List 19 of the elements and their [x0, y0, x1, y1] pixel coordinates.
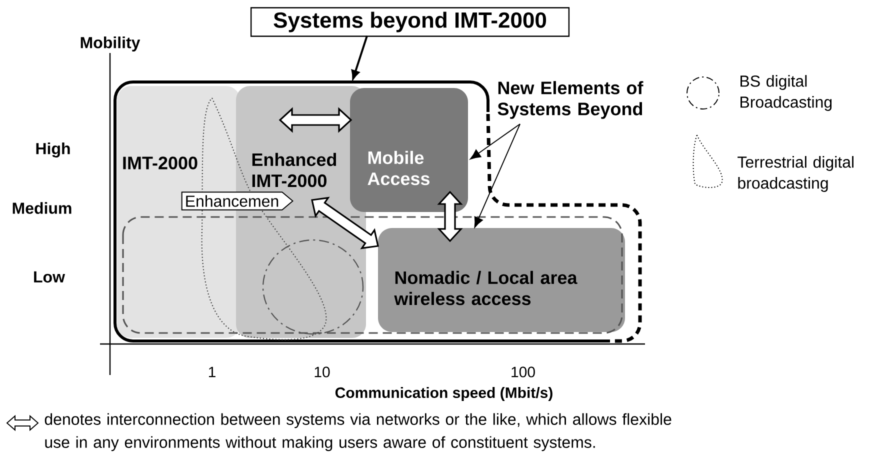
tick-label: 10 [314, 366, 330, 378]
footnote-text: denotes interconnection between systems via networks or the like, which allows flexible use in any environments without making users aware of constituent systems. [44, 413, 672, 452]
legend-label: BS digital Broadcasting [740, 75, 832, 111]
callout-text: New Elements of Systems Beyond [498, 81, 644, 119]
shaded-region: Nomadic / Local area wireless access [378, 228, 625, 332]
tick-label: 100 [512, 366, 535, 378]
axis-level-label: Medium [12, 202, 72, 214]
axis-level-label: High [36, 142, 70, 158]
arrow [351, 36, 368, 80]
legend-label: Terrestrial digital broadcasting [738, 156, 854, 192]
title-box: Systems beyond IMT-2000 [250, 7, 570, 37]
axis-title: Communication speed (Mbit/s) [335, 387, 552, 401]
block-arrow-label: Enhancemen [181, 192, 294, 210]
shaded-region: Mobile Access [350, 88, 468, 212]
arrow [474, 124, 520, 228]
axis-title: Mobility [80, 36, 140, 52]
tick-label: 1 [208, 366, 216, 378]
arrow [470, 124, 520, 160]
axis-level-label: Low [34, 271, 66, 283]
